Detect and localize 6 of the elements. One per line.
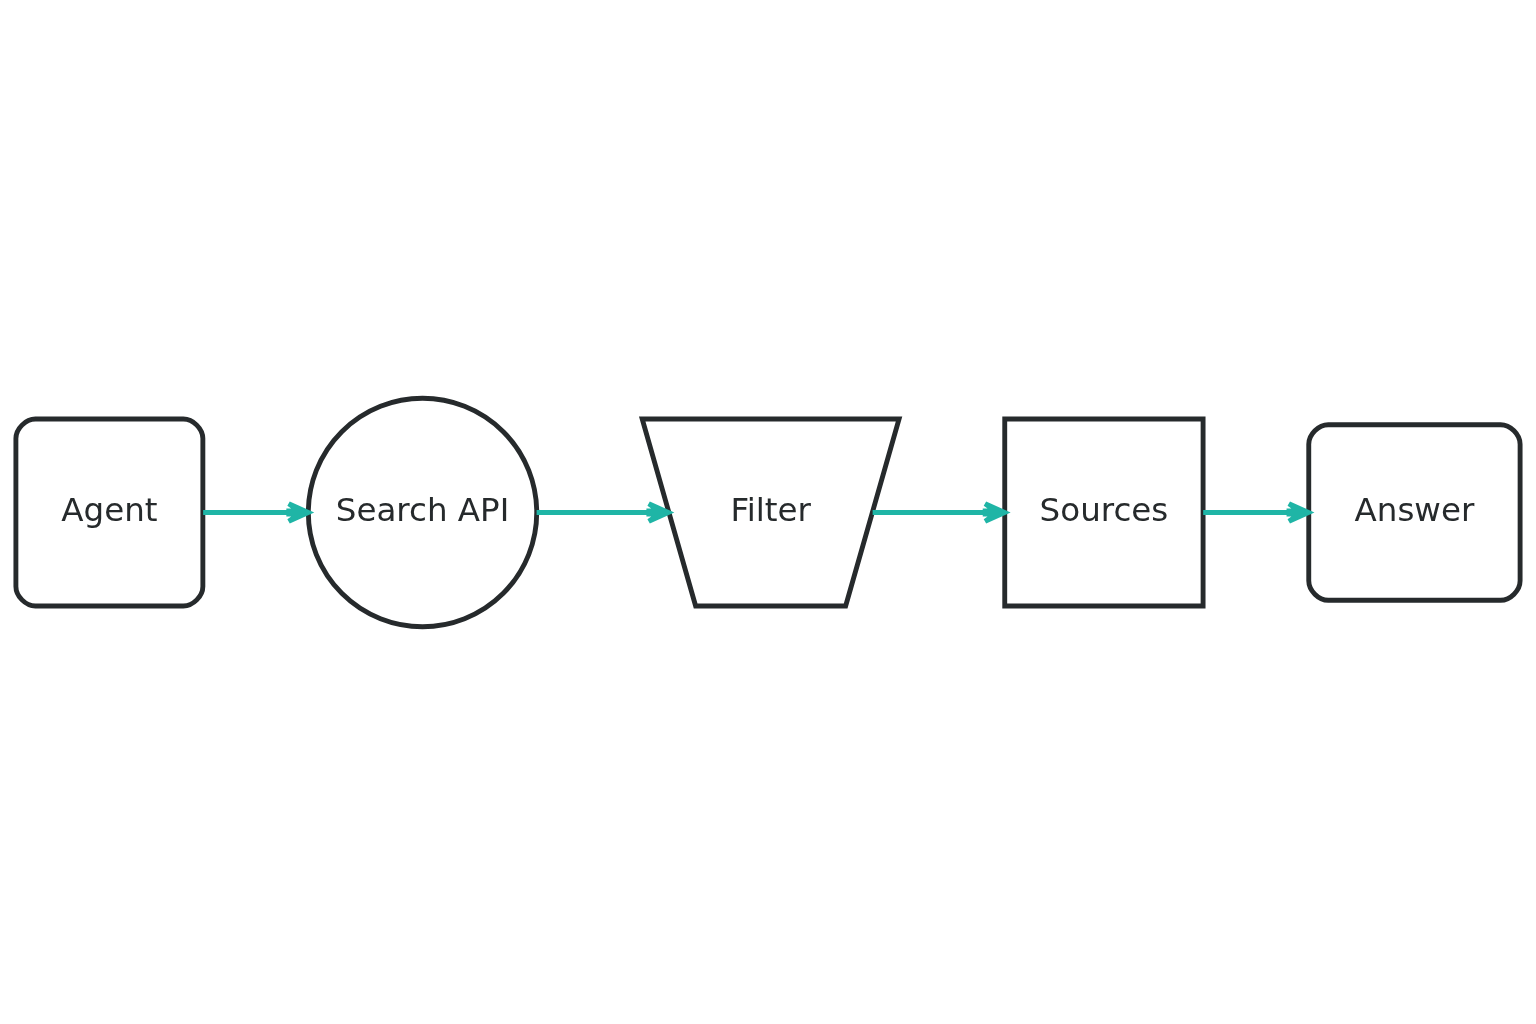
node-box: Sources [1002, 416, 1206, 608]
node-box: Answer [1306, 421, 1523, 603]
arrow [872, 500, 1008, 524]
node-box: Agent [13, 416, 206, 608]
arrow [203, 500, 311, 524]
node-circle: Search API [305, 395, 540, 629]
